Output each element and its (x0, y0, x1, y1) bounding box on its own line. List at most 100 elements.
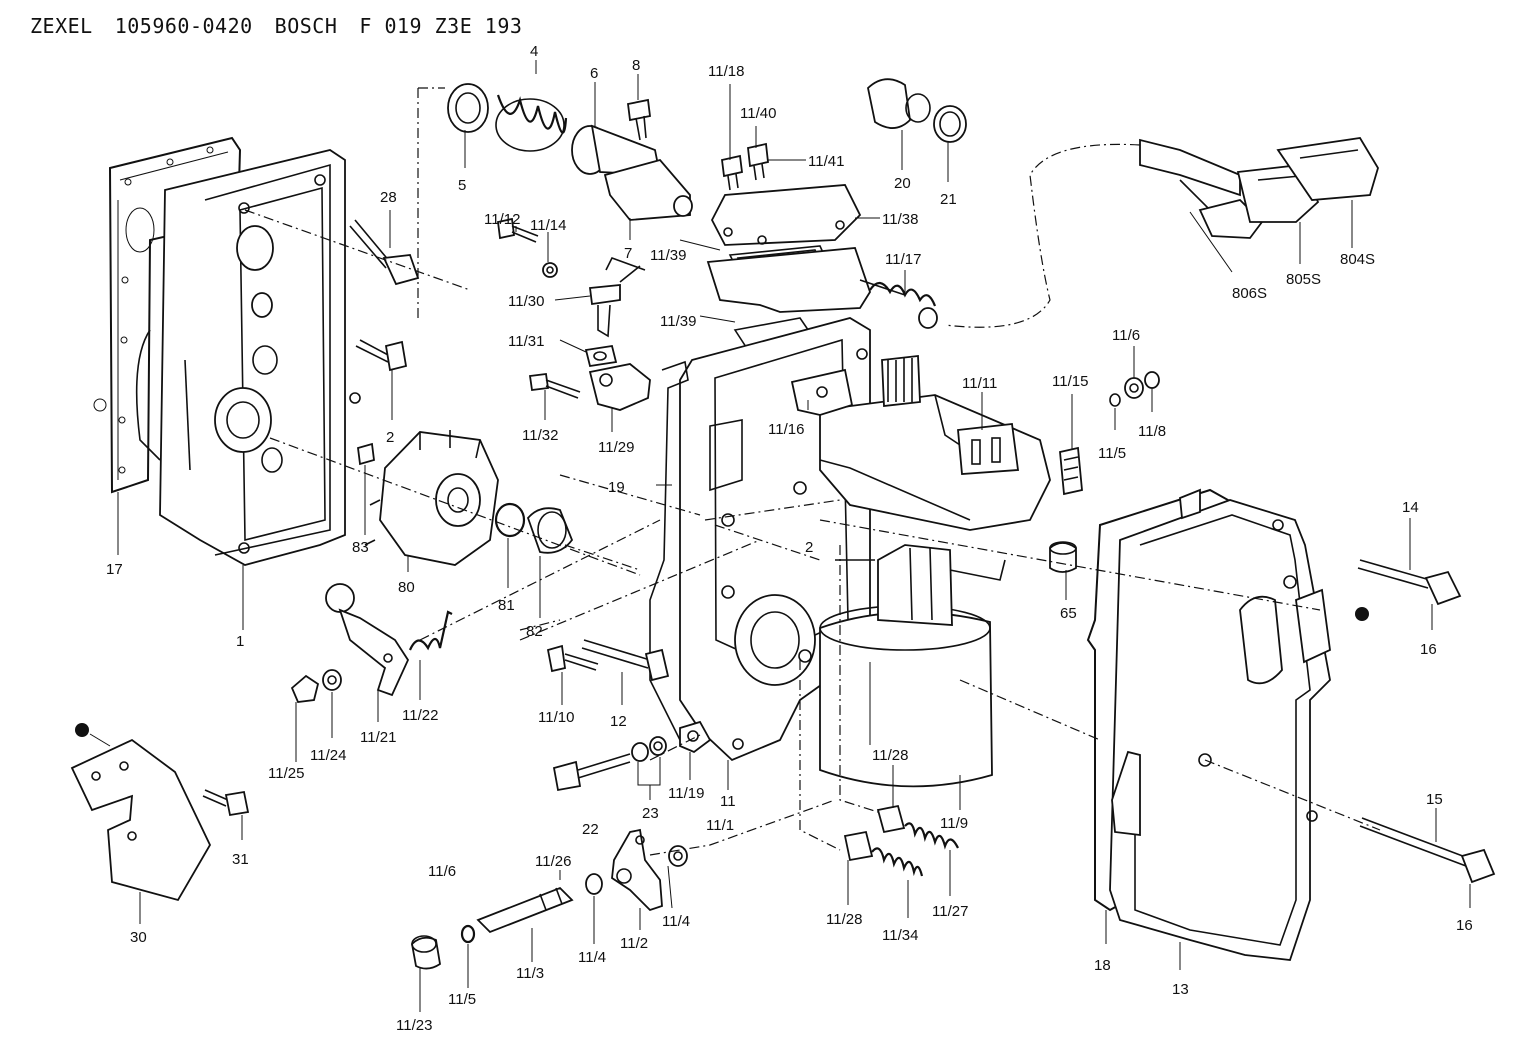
callout-11-28b: 11/28 (826, 911, 862, 928)
bush-82 (526, 507, 574, 554)
callout-11-4a: 11/4 (578, 949, 606, 966)
connector-804s (1276, 137, 1379, 201)
callout-83: 83 (352, 539, 369, 556)
support-11-17 (706, 247, 938, 329)
callout-7: 7 (624, 245, 632, 262)
dot-marker-left (75, 723, 89, 737)
callout-11-29: 11/29 (598, 439, 634, 456)
callout-14: 14 (1402, 499, 1419, 516)
spring-4 (495, 94, 568, 152)
bolt-28 (349, 219, 420, 286)
callout-11-38: 11/38 (882, 211, 918, 228)
terminal-11-15 (1059, 446, 1083, 496)
callout-11-23: 11/23 (396, 1017, 432, 1034)
sensor-block-11-11 (819, 354, 1051, 531)
nut-11-28-lower (843, 830, 874, 862)
ring-5 (447, 83, 489, 133)
callout-8: 8 (632, 57, 640, 74)
callout-12: 12 (610, 713, 627, 730)
bolt-12 (581, 639, 670, 682)
callout-31: 31 (232, 851, 249, 868)
callout-15: 15 (1426, 791, 1443, 808)
sensor-11-30 (588, 257, 646, 338)
callout-18: 18 (1094, 957, 1111, 974)
callout-11-5a: 11/5 (1098, 445, 1126, 462)
brand-label: ZEXEL (30, 14, 93, 38)
bosch-part-number: F 019 Z3E 193 (359, 14, 523, 38)
callout-1: 1 (236, 633, 244, 650)
ring-81 (494, 502, 526, 538)
screw-11-32 (528, 372, 581, 399)
callout-11-25: 11/25 (268, 765, 304, 782)
callout-11-3: 11/3 (516, 965, 544, 982)
callout-65: 65 (1060, 605, 1077, 622)
callout-11-10: 11/10 (538, 709, 574, 726)
callout-30: 30 (130, 929, 147, 946)
callout-11-8: 11/8 (1138, 423, 1166, 440)
bolt-11-lower (552, 753, 631, 792)
callout-804s: 804S (1340, 251, 1375, 268)
callout-labels: 1 2 2 4 5 6 7 8 11 11/1 11/2 11/3 11/4 1… (106, 43, 1473, 1034)
callout-21: 21 (940, 191, 957, 208)
callout-11-27: 11/27 (932, 903, 968, 920)
bolt-14 (1357, 559, 1462, 606)
callout-11-34: 11/34 (882, 927, 918, 944)
housing-1 (135, 149, 361, 566)
callout-11-11: 11/11 (962, 375, 997, 392)
callout-11-28a: 11/28 (872, 747, 908, 764)
cover-11-38 (710, 184, 862, 246)
callout-11-6a: 11/6 (1112, 327, 1140, 344)
washer-11-4-left (585, 873, 603, 895)
callout-11-21: 11/21 (360, 729, 396, 746)
wiring-harness (944, 138, 1241, 328)
callout-11-18: 11/18 (708, 63, 744, 80)
nut-11-8 (1144, 371, 1160, 389)
leader-lines (89, 60, 1471, 1012)
bracket-30 (70, 738, 212, 902)
bolt-11-18 (721, 154, 743, 191)
lever-11-21 (325, 583, 410, 697)
sleeve-65 (1049, 541, 1077, 573)
bracket-7 (603, 158, 693, 221)
o-ring-11-5-upper (1109, 393, 1121, 407)
callout-11-31: 11/31 (508, 333, 544, 350)
callout-16b: 16 (1456, 917, 1473, 934)
callout-11-39b: 11/39 (660, 313, 696, 330)
dot-marker-right (1355, 607, 1369, 621)
zexel-part-number: 105960-0420 (114, 14, 253, 38)
callout-13: 13 (1172, 981, 1189, 998)
callout-11-39a: 11/39 (650, 247, 686, 264)
callout-20: 20 (894, 175, 911, 192)
piston-6 (571, 124, 662, 176)
spring-11-22 (408, 610, 453, 651)
bolt-11-10 (546, 644, 599, 673)
bolt-15 (1359, 817, 1496, 884)
gasket-19 (649, 360, 689, 741)
callout-16a: 16 (1420, 641, 1437, 658)
callout-17: 17 (106, 561, 123, 578)
callout-806s: 806S (1232, 285, 1267, 302)
callout-28: 28 (380, 189, 397, 206)
callout-11-6b: 11/6 (428, 863, 456, 880)
callout-11-16: 11/16 (768, 421, 804, 438)
nut-11-19 (679, 720, 712, 754)
maker-label: BOSCH (274, 14, 338, 38)
callout-81: 81 (498, 597, 515, 614)
ring-21 (933, 105, 967, 143)
callout-11: 11 (720, 793, 736, 810)
lever-11-2 (611, 828, 663, 912)
callout-11-22: 11/22 (402, 707, 438, 724)
callout-5: 5 (458, 177, 466, 194)
callout-80: 80 (398, 579, 415, 596)
callout-11-4b: 11/4 (662, 913, 690, 930)
callout-11-26: 11/26 (535, 853, 571, 870)
callout-4: 4 (530, 43, 538, 60)
drawing-header: ZEXEL 105960-0420 BOSCH F 019 Z3E 193 (30, 14, 544, 38)
callout-11-2: 11/2 (620, 935, 648, 952)
nut-11-25 (290, 674, 320, 703)
o-ring-11-5-lower (460, 924, 476, 944)
callout-11-9: 11/9 (940, 815, 968, 832)
spring-11-34 (871, 847, 924, 877)
bolt-31 (202, 789, 250, 817)
